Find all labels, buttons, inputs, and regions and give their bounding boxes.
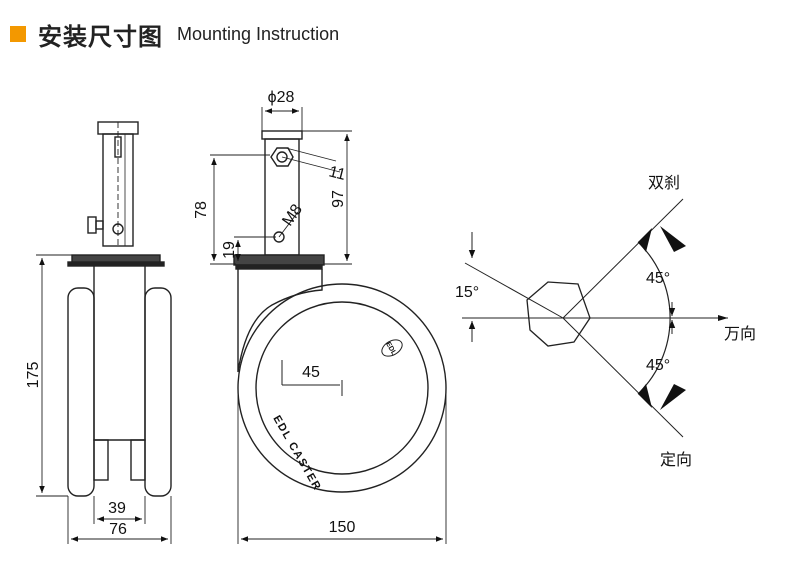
dim-thread: M8 (279, 201, 306, 229)
label-brake: 双刹 (648, 174, 680, 192)
profile-stem-body (264, 138, 300, 256)
brake-axis (562, 198, 684, 319)
page-title-cn: 安装尺寸图 (38, 22, 163, 51)
fork-leg-right (130, 439, 146, 481)
profile-top-plate (233, 254, 325, 266)
profile-fork (237, 269, 323, 373)
hex-socket (270, 147, 294, 167)
page-header: 安装尺寸图 Mounting Instruction (10, 18, 340, 51)
wheel-inner (255, 301, 429, 475)
profile-stem-cap (261, 130, 303, 140)
fork (93, 296, 146, 441)
profile-view-dims (210, 107, 447, 544)
wheel-logo-text: EDL (384, 341, 397, 357)
arc-arrowheads (638, 226, 686, 410)
dim-hex-size: 11 (327, 163, 347, 184)
accent-square-icon (10, 26, 26, 42)
stem-hole (112, 223, 124, 235)
edl-logo-icon: EDL (381, 339, 403, 357)
front-view (67, 121, 172, 497)
profile-view (233, 130, 447, 493)
tilt-line (464, 262, 564, 319)
label-swivel: 万向 (724, 325, 756, 343)
dim-stem-height-b: 97 (330, 190, 347, 208)
dim-offset: 45 (302, 364, 320, 381)
label-fixed: 定向 (660, 451, 692, 469)
fork-leg-left (93, 439, 109, 481)
dim-outer-width: 76 (109, 521, 127, 538)
page-title-en: Mounting Instruction (177, 23, 340, 44)
arc-arrow-top-icon (660, 226, 686, 252)
dim-wheel-diameter: 150 (329, 519, 356, 536)
front-view-dims (36, 254, 172, 544)
dim-stem-height-a: 78 (193, 201, 210, 219)
dim-stem-diameter: ϕ28 (268, 89, 295, 106)
hex-body (526, 281, 591, 347)
arc-arrow-bottom-icon (660, 384, 686, 410)
side-bolt (87, 216, 97, 234)
angle-arc (637, 241, 671, 395)
dim-hole-height: 19 (221, 241, 238, 259)
angle-bottom: 45° (646, 357, 670, 374)
angle-top: 45° (646, 270, 670, 287)
dim-inner-width: 39 (108, 500, 126, 517)
angle-diagram (462, 198, 728, 438)
wheel-outer (237, 283, 447, 493)
right-wheel (144, 287, 172, 497)
left-wheel (67, 287, 95, 497)
dim-side-height: 175 (25, 362, 42, 389)
angle-small: 15° (455, 284, 479, 301)
fixed-axis (562, 317, 684, 438)
